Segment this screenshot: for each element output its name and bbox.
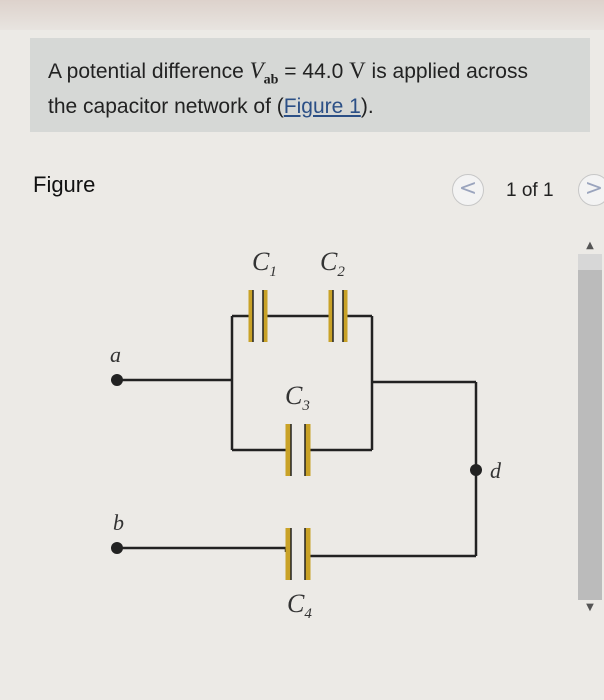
voltage-subscript: ab: [263, 72, 279, 88]
voltage-variable: Vab: [249, 58, 279, 88]
node-a-label: a: [110, 342, 121, 367]
figure-scrollbar[interactable]: ▲ ▼: [574, 240, 602, 620]
problem-value: = 44.0: [278, 60, 350, 83]
scroll-thumb[interactable]: [578, 270, 602, 600]
node-b-dot: [111, 542, 123, 554]
node-a-dot: [111, 374, 123, 386]
problem-text-2: is applied across: [365, 60, 528, 83]
node-b-label: b: [113, 510, 124, 535]
figure-link[interactable]: Figure 1: [283, 94, 361, 118]
node-d-dot: [470, 464, 482, 476]
chevron-left-icon: <: [458, 176, 478, 201]
scroll-down-arrow-icon[interactable]: ▼: [586, 602, 594, 613]
node-d-label: d: [490, 458, 502, 483]
problem-text-4: ).: [360, 94, 374, 118]
problem-text-1: A potential difference: [48, 60, 250, 83]
problem-text-3: the capacitor network of (: [48, 94, 284, 118]
c3-label: C3: [285, 381, 310, 414]
chevron-right-icon: >: [584, 176, 604, 201]
figure-page-count: 1 of 1: [506, 180, 554, 201]
c2-label: C2: [320, 247, 345, 280]
next-figure-button[interactable]: >: [578, 174, 604, 206]
figure-heading: Figure: [33, 172, 96, 197]
c1-label: C1: [252, 247, 277, 280]
prev-figure-button[interactable]: <: [452, 174, 484, 206]
problem-statement: A potential difference Vab = 44.0 V is a…: [30, 38, 590, 132]
top-strip: [0, 0, 604, 30]
scroll-up-arrow-icon[interactable]: ▲: [586, 240, 594, 251]
c4-label: C4: [287, 589, 312, 622]
voltage-unit: V: [349, 58, 366, 83]
